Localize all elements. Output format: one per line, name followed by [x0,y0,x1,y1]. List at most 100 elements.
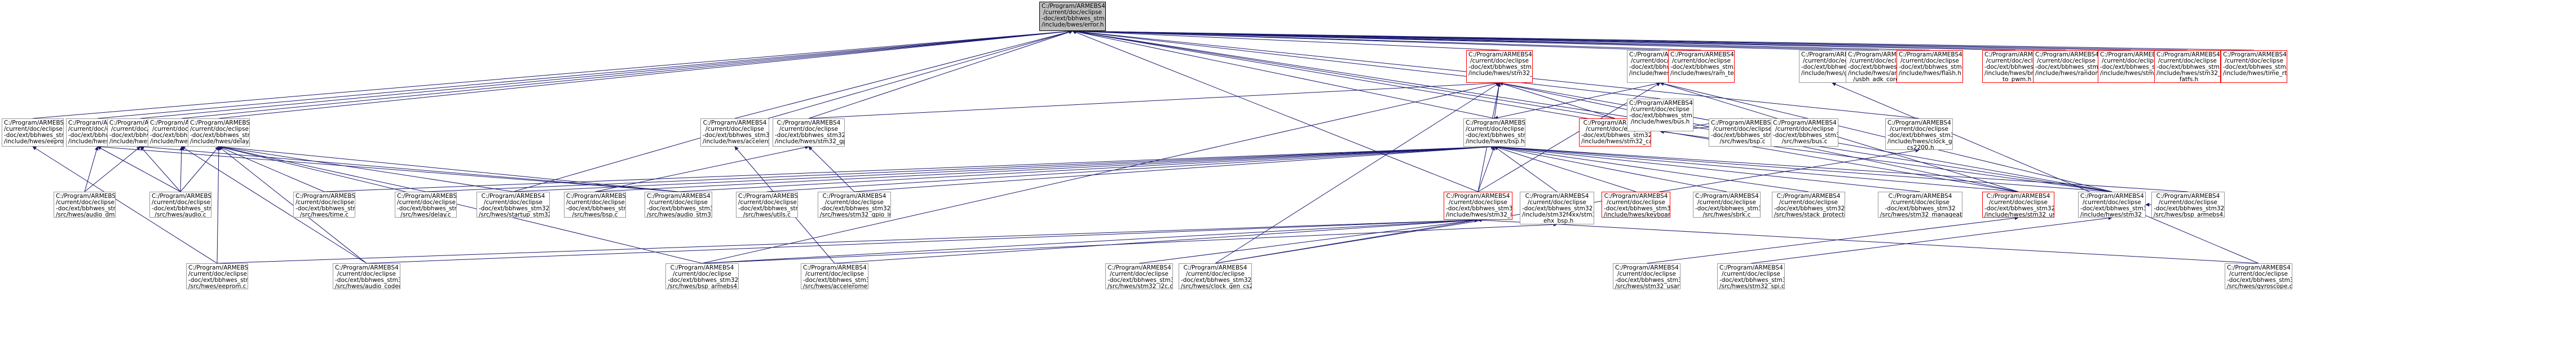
node-random-h[interactable]: C:/Program/ARMEBS4/current/doc/eclipse-d… [2033,50,2099,83]
node-label-line: /include/hwes/delay.h [190,138,250,145]
node-label-line: /current/doc/eclipse [1890,199,1949,206]
node-label-line: -doc/ext/bbhwes_stm32 [1899,64,1963,70]
edge-bsp-c-to-gpio-irq-h [594,145,809,192]
node-label-line: /current/doc/eclipse [295,199,355,206]
node-bus-h[interactable]: C:/Program/ARMEBS4/current/doc/eclipse-d… [1627,99,1693,131]
node-usart-h[interactable]: C:/Program/ARMEBS4/current/doc/eclipse-d… [1982,192,2054,218]
edge-startup-c-to-bsp-h [513,144,1495,192]
edge-bsp-armebs4-eth-c-to-i2c-h [702,218,1479,264]
node-audio-codec-c[interactable]: C:/Program/ARMEBS4/current/doc/eclipse-d… [333,263,400,289]
node-gpio-irq-h[interactable]: C:/Program/ARMEBS4/current/doc/eclipse-d… [773,118,845,147]
node-keyboard-h[interactable]: C:/Program/ARMEBS4/current/doc/eclipse-d… [1602,192,1670,218]
node-label-line: -doc/ext/bbhwes_stm32 [2223,64,2287,70]
node-i2c-c[interactable]: C:/Program/ARMEBS4/current/doc/eclipse-d… [1105,263,1173,289]
node-startup-c[interactable]: C:/Program/ARMEBS4/current/doc/eclipse-d… [477,192,550,218]
node-stm32f4xx-h[interactable]: C:/Program/ARMEBS4/current/doc/eclipse-d… [1520,192,1594,224]
node-bsp-h[interactable]: C:/Program/ARMEBS4/current/doc/eclipse-d… [1463,118,1525,147]
edge-stm32-h-to-bsp-h [1494,82,1661,120]
edge-bsp-armebs4-eth-c-to-delay-h [218,145,703,264]
node-label-line: /src/hwes/bus.c [1781,138,1828,145]
node-bsp-c-mid[interactable]: C:/Program/ARMEBS4/current/doc/eclipse-d… [1709,118,1776,147]
node-psu-c[interactable]: C:/Program/ARMEBS4/current/doc/eclipse-d… [1878,192,1962,218]
node-audio-c[interactable]: C:/Program/ARMEBS4/current/doc/eclipse-d… [149,192,211,218]
node-label-line: -doc/ext/bbhwes_stm32 [2156,64,2221,70]
node-label-line: /current/doc/eclipse [672,271,731,277]
node-label-line: /src/hwes/bsp.c [572,211,618,218]
node-label-line: C:/Program/ARMEBS4 [1042,3,1105,10]
node-spi-h[interactable]: C:/Program/ARMEBS4/current/doc/eclipse-d… [2078,192,2146,218]
node-flash-h[interactable]: C:/Program/ARMEBS4/current/doc/eclipse-d… [1896,50,1963,83]
node-label-line: C:/Program/ARMEBS4 [1604,193,1668,200]
edge-i2c-c-to-i2c-h [1139,218,1479,264]
node-label-line: /src/hwes/stm32_usart.c [1615,283,1680,289]
node-label-line: C:/Program/ARMEBS4 [1108,264,1171,271]
node-label-line: /src/hwes/audio_dma.c [56,211,115,218]
node-label-line: _ehx_bsp.h [1540,218,1574,224]
node-label-line: /current/doc/eclipse [337,271,396,277]
node-label-line: /current/doc/eclipse [1986,58,2045,64]
node-eeprom-c[interactable]: C:/Program/ARMEBS4/current/doc/eclipse-d… [186,263,248,289]
node-label-line: /current/doc/eclipse [483,199,542,206]
node-label-line: C:/Program/ARMEBS4 [1848,51,1912,58]
node-clock-gen-h[interactable]: C:/Program/ARMEBS4/current/doc/eclipse-d… [1885,118,1953,150]
node-gpio-h[interactable]: C:/Program/ARMEBS4/current/doc/eclipse-d… [1466,50,1533,83]
node-audio-dma-c[interactable]: C:/Program/ARMEBS4/current/doc/eclipse-d… [54,192,116,218]
node-clock-gen-c[interactable]: C:/Program/ARMEBS4/current/doc/eclipse-d… [1179,263,1252,289]
node-label-line: /current/doc/eclipse [1775,126,1834,133]
node-bsp-armebs4-eth-c[interactable]: C:/Program/ARMEBS4/current/doc/eclipse-d… [665,263,739,289]
node-spi-c[interactable]: C:/Program/ARMEBS4/current/doc/eclipse-d… [1717,263,1785,289]
node-label-line: C:/Program/ARMEBS4 [1446,193,1510,200]
node-label-line: /src/hwes/time.c [300,211,349,218]
edge-audio-c-to-delay-h [180,146,219,192]
node-time-c[interactable]: C:/Program/ARMEBS4/current/doc/eclipse-d… [293,192,355,218]
node-delay-h[interactable]: C:/Program/ARMEBS4/current/doc/eclipse-d… [188,118,250,147]
node-bus-c[interactable]: C:/Program/ARMEBS4/current/doc/eclipse-d… [1771,118,1838,147]
node-sbrk-c[interactable]: C:/Program/ARMEBS4/current/doc/eclipse-d… [1693,192,1761,218]
node-sdfatfs-h[interactable]: C:/Program/ARMEBS4/current/doc/eclipse-d… [2154,50,2221,83]
node-label-line: -doc/ext/bbhwes_stm32 [1629,64,1693,70]
node-label-line: -doc/ext/bbhwes_stm32 [1604,205,1670,212]
node-label-line: /include/hwes/stm32_usart.h [1984,211,2054,218]
node-label-line: /current/doc/eclipse [1721,271,1780,277]
node-sd-h[interactable]: C:/Program/ARMEBS4/current/doc/eclipse-d… [2098,50,2164,83]
node-accel-h[interactable]: C:/Program/ARMEBS4/current/doc/eclipse-d… [700,118,769,147]
node-audio-stm32-c[interactable]: C:/Program/ARMEBS4/current/doc/eclipse-d… [645,192,712,218]
node-label-line: -doc/ext/bbhwes_stm32 [2080,205,2146,212]
node-i2c-h[interactable]: C:/Program/ARMEBS4/current/doc/eclipse-d… [1444,192,1512,220]
edge-time-c-to-delay-h [218,146,325,192]
node-label-line: /current/doc/eclipse [1849,58,1908,64]
edge-audio-codec-h-to-root [181,29,1073,119]
node-bsp-c[interactable]: C:/Program/ARMEBS4/current/doc/eclipse-d… [564,192,626,218]
node-stack-c[interactable]: C:/Program/ARMEBS4/current/doc/eclipse-d… [1772,192,1845,218]
node-root[interactable]: C:/Program/ARMEBS4/current/doc/eclipse-d… [1039,2,1106,31]
node-delay-c[interactable]: C:/Program/ARMEBS4/current/doc/eclipse-d… [395,192,457,218]
node-gpio-irq-c[interactable]: C:/Program/ARMEBS4/current/doc/eclipse-d… [818,192,891,218]
node-eeprom-h[interactable]: C:/Program/ARMEBS4/current/doc/eclipse-d… [2,118,64,147]
node-label-line: /current/doc/eclipse [1448,199,1507,206]
node-label-line: /include/hwes/eeprom.h [4,138,64,145]
node-label-line: /include/hwes/stm32_gpio.h [1468,70,1533,77]
edge-audio-codec-c-to-delay-h [218,146,367,264]
node-label-line: C:/Program/ARMEBS4 [1773,120,1837,126]
node-label-line: C:/Program/ARMEBS4 [1888,193,1952,200]
node-label-line: -doc/ext/bbhwes_stm32 [68,132,129,139]
node-label-line: -doc/ext/bbhwes_stm32 [56,205,115,212]
node-ram-test-h[interactable]: C:/Program/ARMEBS4/current/doc/eclipse-d… [1668,50,1735,83]
node-label-line: /current/doc/eclipse [805,271,864,277]
node-label-line: /src/hwes/bsp.c [1719,138,1766,145]
node-label-line: /include/hwes/stm32.h [1629,70,1693,77]
node-utils-c[interactable]: C:/Program/ARMEBS4/current/doc/eclipse-d… [736,192,798,218]
node-label-line: /current/doc/eclipse [1606,199,1665,206]
node-label-line: /include/hwes/gyroscope.h [1801,70,1865,77]
node-label-line: /current/doc/eclipse [152,126,211,133]
node-label-line: /current/doc/eclipse [2082,199,2141,206]
node-usart-c[interactable]: C:/Program/ARMEBS4/current/doc/eclipse-d… [1613,263,1680,289]
node-label-line: /current/doc/eclipse [649,199,708,206]
node-gyroscope-c[interactable]: C:/Program/ARMEBS4/current/doc/eclipse-d… [2225,263,2292,289]
node-accel-c[interactable]: C:/Program/ARMEBS4/current/doc/eclipse-d… [801,263,868,289]
node-bsp-armebs4-c[interactable]: C:/Program/ARMEBS4/current/doc/eclipse-d… [2151,192,2225,218]
node-time-rtc-h[interactable]: C:/Program/ARMEBS4/current/doc/eclipse-d… [2221,50,2287,83]
node-label-line: /src/hwes/sbrk.c [1702,211,1751,218]
node-label-line: /current/doc/eclipse [68,126,127,133]
